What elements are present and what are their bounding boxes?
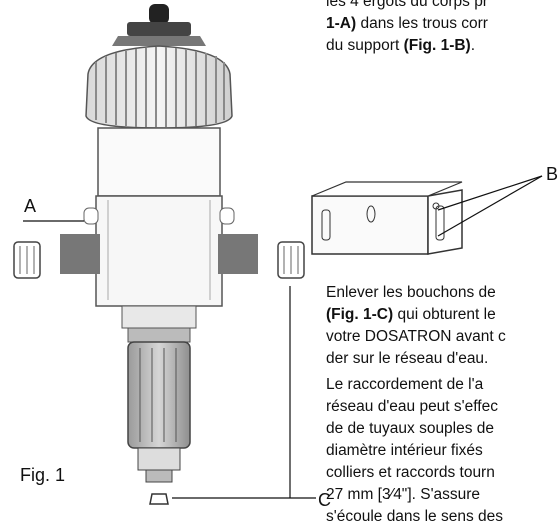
text-line: de de tuyaux souples de [326,420,495,437]
wall-bracket [311,181,463,255]
text-line: réseau d'eau peut s'effec [326,398,498,415]
text-span: votre DOSATRON avant c [326,328,506,345]
figure-reference: (Fig. 1-B) [403,37,471,54]
text-line: les 4 ergots du corps pr [326,0,559,13]
text-line: Enlever les bouchons de [326,282,559,304]
text-line: Le raccordement de l'a [326,376,484,393]
pump-upper-body [97,127,221,197]
text-line: 27 mm [3⁄4"]. S'assure [326,486,481,503]
text-span: der sur le réseau d'eau. [326,350,489,367]
pump-ribbed-cap [85,45,233,129]
figure-reference: 1-A) [326,15,357,32]
figure-1-illustration [13,4,543,505]
label-b: B [546,164,559,184]
figure-caption: Fig. 1 [20,465,66,485]
manual-page: A B C Fig. 1 les 4 ergots du corps pr 1-… [13,0,559,525]
text-span: les 4 ergots du corps pr [326,0,488,10]
figure-reference: (Fig. 1-C) [326,306,394,323]
text-line: du support (Fig. 1-B). [326,35,559,57]
text-span: qui obturent le [393,306,496,323]
text-span: du support [326,37,404,54]
text-line: s'écoule dans le sens des [326,508,504,525]
text-span: . [470,37,476,54]
dosing-tube [127,341,191,483]
text-line: der sur le réseau d'eau. [326,348,559,370]
pump-neck [121,305,197,343]
pump-top-knob [112,4,206,46]
water-connectors [13,234,305,279]
text-line: (Fig. 1-C) qui obturent le [326,304,559,326]
leader-line-b-lower [437,175,543,237]
text-span: dans les trous corr [356,15,488,32]
text-line: votre DOSATRON avant c [326,326,559,348]
pump-lower-body [83,195,235,307]
leader-line-b-upper [437,175,543,211]
text-line: colliers et raccords tourn [326,464,495,481]
label-a: A [24,196,37,216]
label-c: C [318,490,331,510]
text-line: diamètre intérieur fixés [326,442,483,459]
plug-c [149,493,169,505]
text-span: Enlever les bouchons de [326,284,496,301]
text-line: 1-A) dans les trous corr [326,13,559,35]
